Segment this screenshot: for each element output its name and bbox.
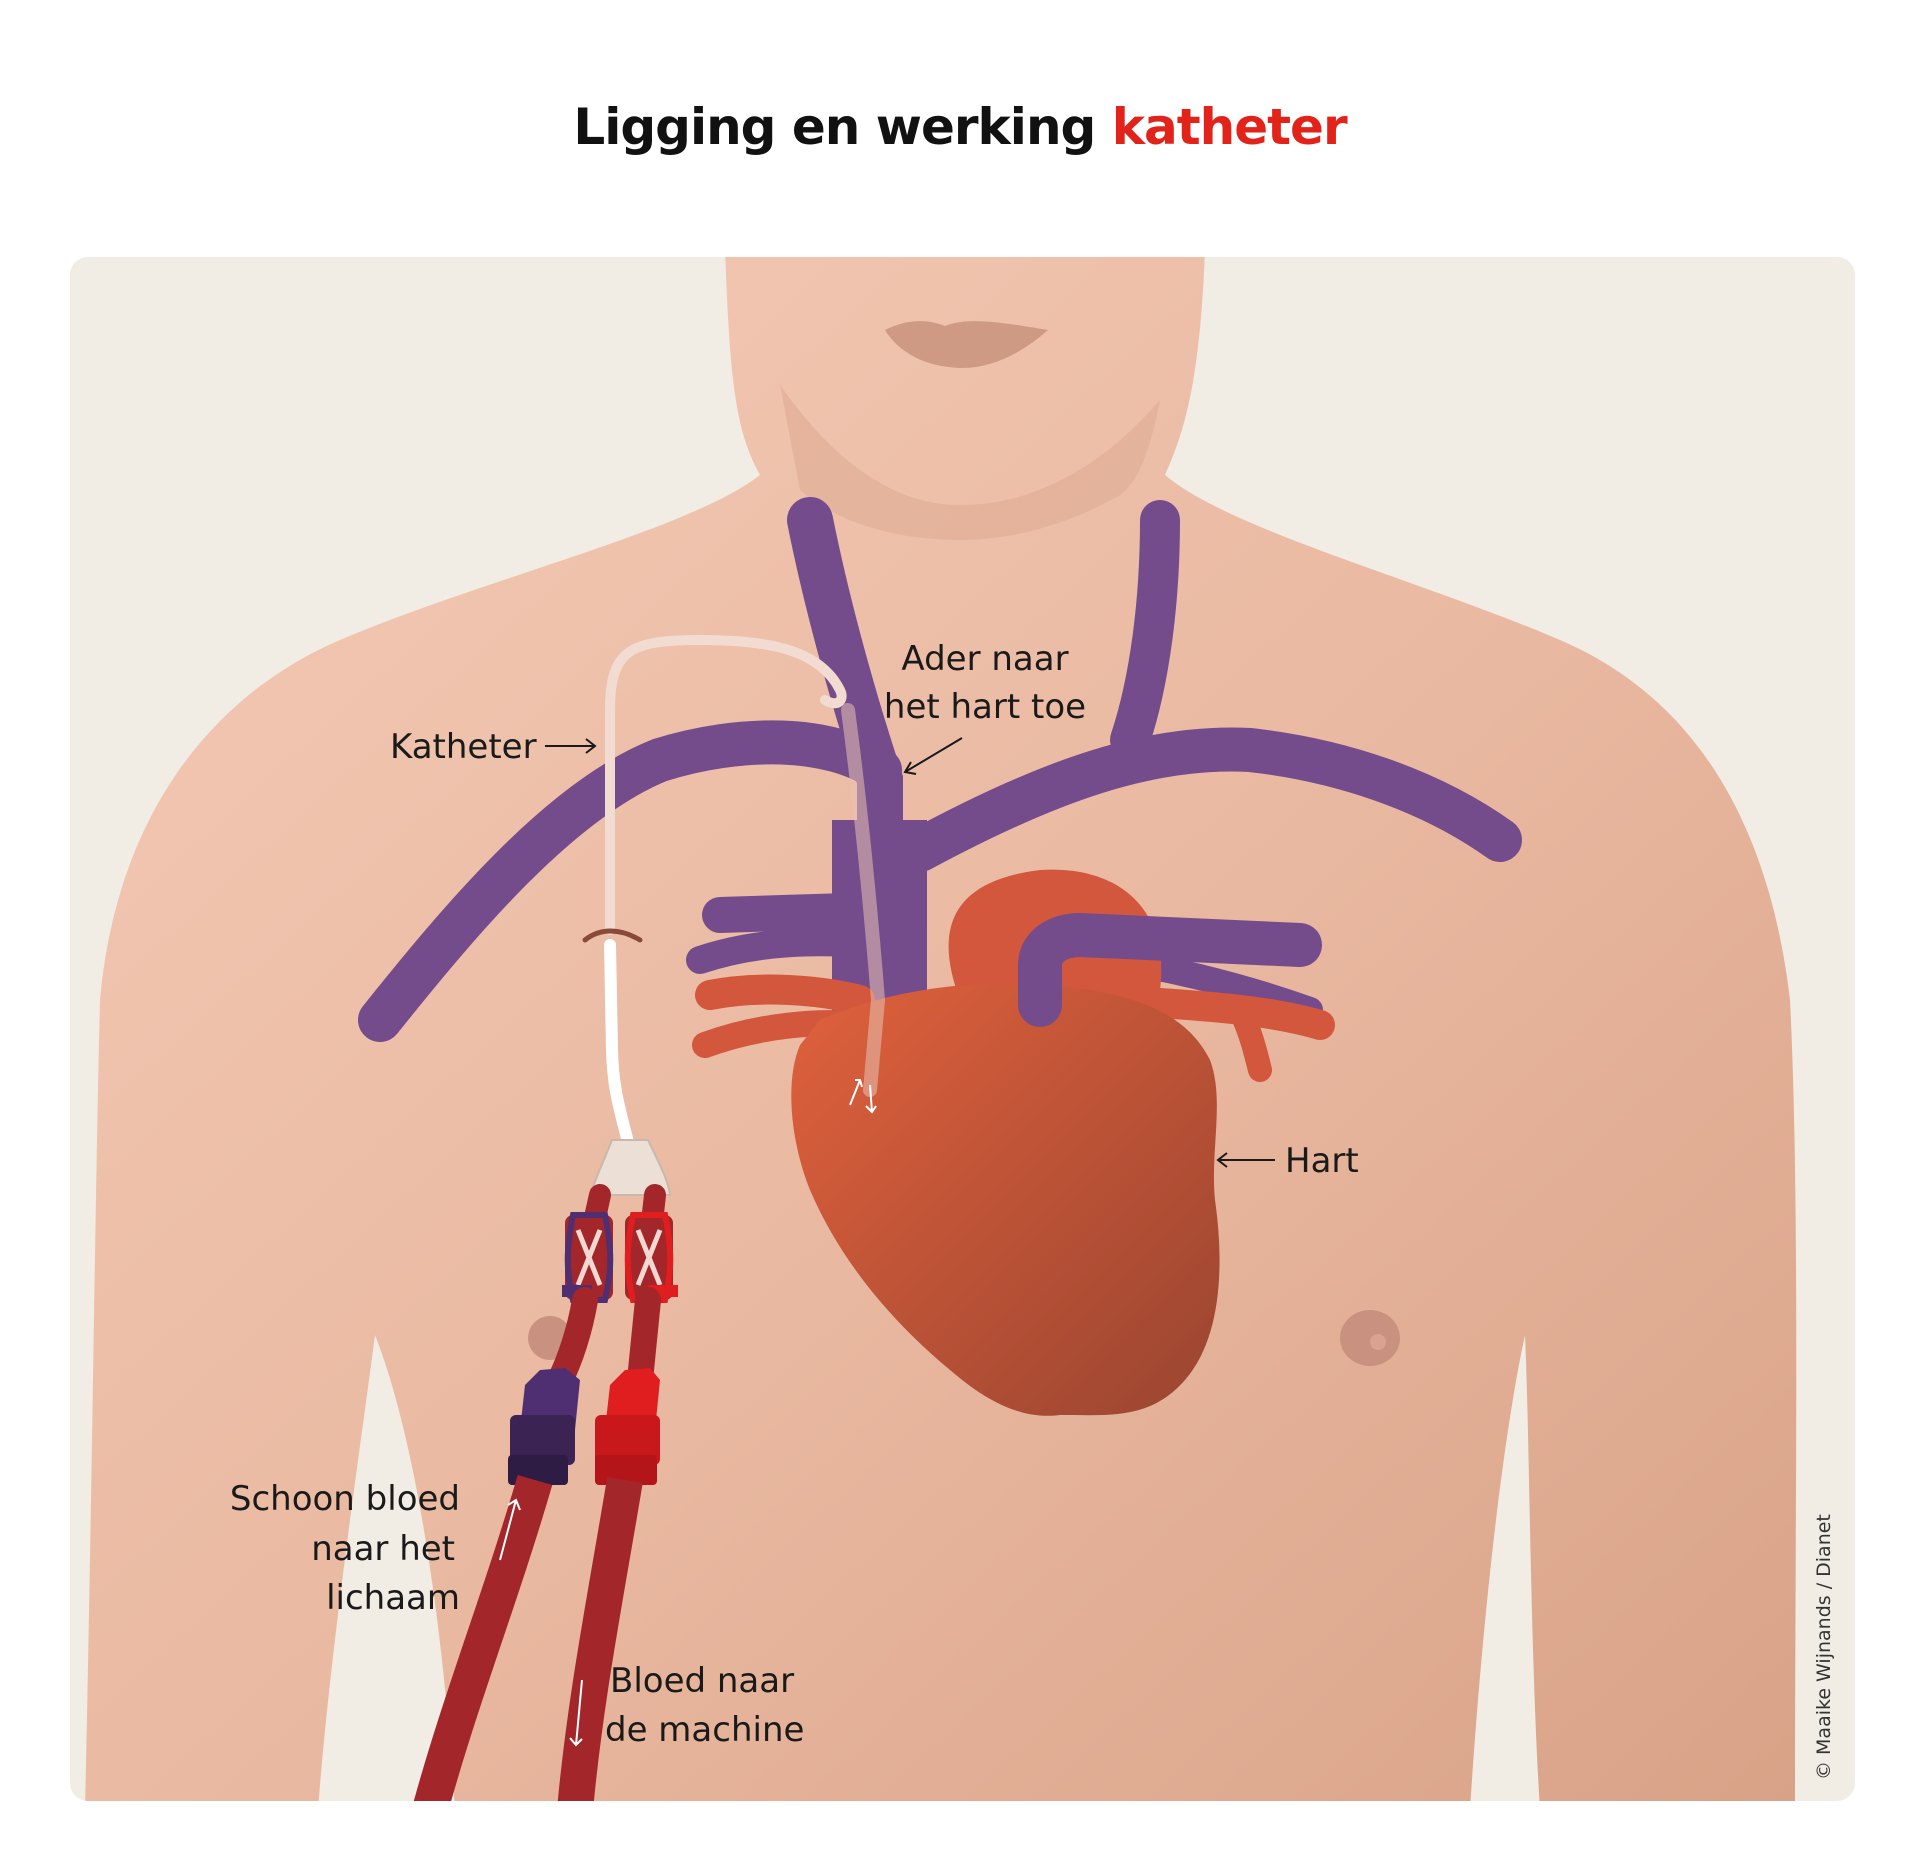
catheter-tip-arrows	[849, 1079, 877, 1114]
catheter-internal	[841, 703, 886, 1097]
title-main: Ligging en werking	[573, 98, 1096, 156]
label-ader-line2: het hart toe	[884, 687, 1086, 727]
mouth	[885, 321, 1048, 368]
outflow-tube	[557, 1477, 643, 1801]
label-bloed-line2: de machine	[605, 1710, 804, 1750]
return-tube	[412, 1474, 553, 1801]
flow-arrow-down	[569, 1679, 583, 1747]
page-title: Ligging en werking katheter	[0, 98, 1920, 156]
label-schoon-line2: naar het	[311, 1529, 455, 1569]
label-hart-arrow	[1216, 1152, 1275, 1168]
catheter-lead	[604, 939, 636, 1156]
title-accent: katheter	[1111, 98, 1348, 156]
right-nipple	[1340, 1310, 1400, 1366]
label-katheter: Katheter	[390, 727, 537, 767]
label-ader-line1: Ader naar	[901, 639, 1068, 679]
red-connector	[595, 1368, 660, 1485]
label-schoon-line3: lichaam	[326, 1578, 460, 1618]
label-hart: Hart	[1285, 1141, 1359, 1181]
red-clamp	[624, 1212, 678, 1303]
catheter-loop	[605, 634, 847, 935]
credit-text: © Maaike Wijnands / Dianet	[1813, 1514, 1835, 1780]
label-bloed-line1: Bloed naar	[610, 1661, 794, 1701]
skin-entry-mark	[582, 928, 643, 943]
neck-shadow	[780, 385, 1160, 540]
vein-over-heart	[1018, 912, 1322, 1027]
heart	[791, 983, 1220, 1416]
label-ader-arrow	[903, 737, 963, 775]
catheter-hub	[588, 1139, 672, 1196]
flow-arrow-up	[499, 1498, 521, 1561]
label-katheter-arrow	[545, 738, 597, 754]
purple-connector	[508, 1368, 580, 1485]
label-schoon-line1: Schoon bloed	[230, 1479, 460, 1519]
